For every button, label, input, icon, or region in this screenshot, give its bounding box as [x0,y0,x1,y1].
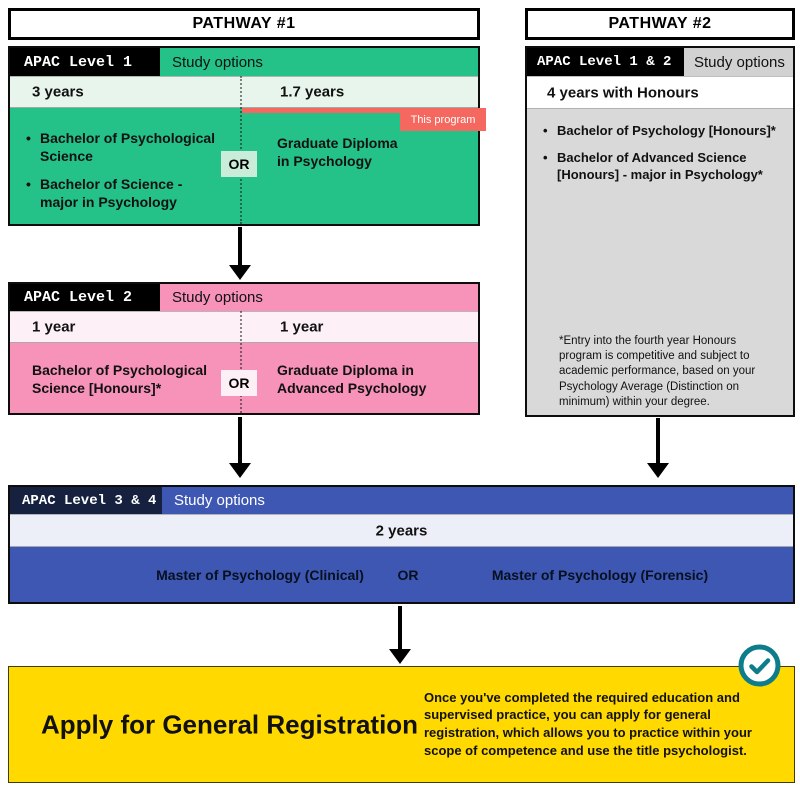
apac-level-1-2-label: APAC Level 1 & 2 [527,48,684,76]
general-registration-box: Apply for General Registration Once you'… [8,666,795,783]
list-item: Bachelor of Psychology [Honours]* [543,123,781,140]
duration-label: 2 years [375,522,428,539]
arrow-down-icon [229,227,251,280]
study-options-label: Study options [694,53,785,71]
pathway2-options-list: Bachelor of Psychology [Honours]* Bachel… [543,123,781,183]
level-1-options-list: Bachelor of Psychological Science Bachel… [26,130,222,211]
registration-title: Apply for General Registration [41,709,419,739]
pathway2-duration-band: 4 years with Honours [527,76,793,109]
arrow-down-icon [389,606,411,664]
this-program-tag: This program [400,108,486,131]
apac-level-3-4-options: Master of Psychology (Clinical) OR Maste… [10,547,793,602]
list-item: Bachelor of Advanced Science [Honours] -… [543,150,781,183]
apac-level-3-4-label: APAC Level 3 & 4 [10,487,162,514]
check-circle-icon [738,644,781,687]
apac-level-1-2-study-options: Study options [684,48,793,76]
apac-level-2-section: APAC Level 2 Study options 1 year 1 year… [8,282,480,415]
apac-level-3-4-section: APAC Level 3 & 4 Study options 2 years M… [8,485,795,604]
study-options-label: Study options [174,492,265,509]
arrow-down-icon [647,418,669,478]
or-divider-line [240,311,242,413]
level-3-4-option-right: Master of Psychology (Forensic) [491,566,709,583]
list-item: Bachelor of Psychological Science [26,130,222,165]
duration-right: 1.7 years [280,83,345,101]
apac-level-2-label: APAC Level 2 [10,284,160,311]
apac-level-3-4-study-options: Study options [162,487,793,514]
level-3-4-option-left: Master of Psychology (Clinical) [156,566,364,583]
study-options-label: Study options [172,289,263,306]
duration-right: 1 year [280,318,324,336]
pathway1-title-label: PATHWAY #1 [192,15,296,32]
or-badge: OR [221,370,257,396]
pathway1-title: PATHWAY #1 [8,8,480,40]
level-2-option-left: Bachelor of Psychological Science [Honou… [32,362,208,397]
level-1-option-right: Graduate Diploma in Psychology [277,135,398,170]
pathway2-column: APAC Level 1 & 2 Study options 4 years w… [525,46,795,417]
duration-left: 3 years [32,83,84,101]
apac-level-1-label: APAC Level 1 [10,48,160,76]
study-options-label: Study options [172,53,263,71]
arrow-down-icon [229,417,251,478]
pathway2-title: PATHWAY #2 [525,8,795,40]
apac-level-2-durations: 1 year 1 year [10,311,478,343]
list-item: Bachelor of Science - major in Psycholog… [26,176,222,211]
apac-level-2-header: APAC Level 2 Study options [10,284,478,311]
apac-level-3-4-duration: 2 years [10,514,793,547]
apac-level-1-durations: 3 years 1.7 years [10,76,478,108]
or-badge: OR [221,151,257,177]
duration-left: 1 year [32,318,76,336]
pathway2-title-label: PATHWAY #2 [608,15,712,32]
apac-level-1-header: APAC Level 1 Study options [10,48,478,76]
or-label: OR [397,566,419,583]
apac-level-1-2-header: APAC Level 1 & 2 Study options [527,48,793,76]
registration-description: Once you've completed the required educa… [424,689,752,759]
apac-level-1-study-options: Study options [160,48,478,76]
apac-level-3-4-header: APAC Level 3 & 4 Study options [10,487,793,514]
duration-label: 4 years with Honours [547,84,699,101]
honours-footnote: *Entry into the fourth year Honours prog… [559,335,756,408]
apac-level-2-study-options: Study options [160,284,478,311]
apac-level-1-section: APAC Level 1 Study options 3 years 1.7 y… [8,46,486,226]
or-divider-line [240,76,242,224]
level-2-option-right: Graduate Diploma in Advanced Psychology [277,362,427,397]
this-program-stripe [242,108,478,113]
